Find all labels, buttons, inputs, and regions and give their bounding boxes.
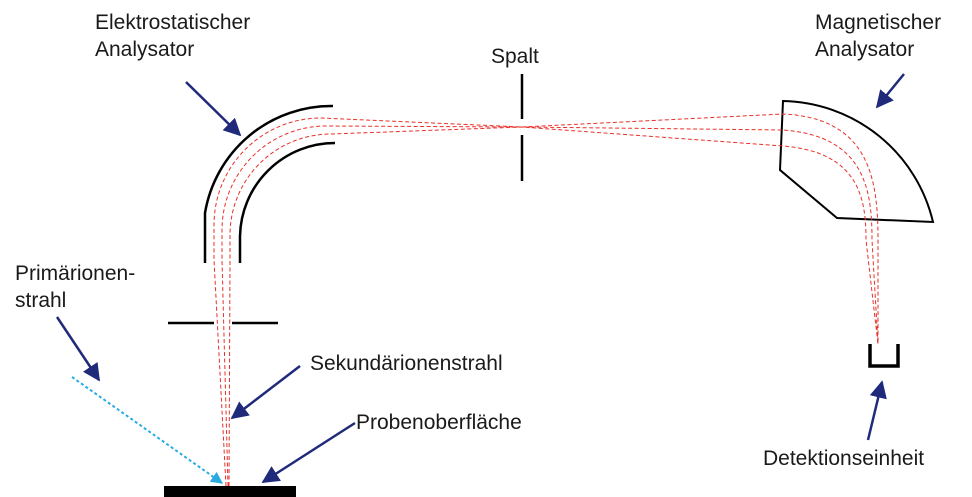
label-sample-surface: Probenoberfläche	[356, 411, 522, 434]
detector-pointer-arrow	[866, 380, 887, 441]
label-secondary-beam: Sekundärionenstrahl	[310, 352, 503, 375]
detector-cup	[868, 344, 900, 368]
primary-ion-beam	[71, 376, 223, 484]
sample-surface-pointer-arrow	[261, 421, 356, 484]
magnetic-analyzer-sector	[778, 99, 935, 224]
primary-beam-pointer-arrow	[55, 316, 101, 382]
electrostatic-analyzer-inner-plate	[238, 141, 336, 263]
label-primary-beam-line1: Primärionen-	[15, 262, 136, 285]
label-primary-beam-line2: strahl	[15, 289, 67, 312]
label-electrostatic-analyzer-line2: Analysator	[95, 38, 195, 61]
label-magnetic-analyzer-line1: Magnetischer	[815, 11, 942, 34]
sample-plate	[164, 486, 296, 497]
magnetic-analyzer-pointer-arrow	[875, 73, 905, 109]
label-slit: Spalt	[491, 45, 539, 68]
ion-path-middle	[221, 125, 879, 487]
ion-path-inner	[228, 126, 879, 487]
ion-path-outer	[213, 113, 879, 487]
secondary-ion-paths	[213, 113, 879, 487]
label-electrostatic-analyzer-line1: Elektrostatischer	[95, 11, 251, 34]
label-magnetic-analyzer-line2: Analysator	[815, 38, 915, 61]
electrostatic-analyzer-outer-plate	[203, 104, 334, 263]
secondary-beam-pointer-arrow	[230, 365, 301, 420]
label-detector: Detektionseinheit	[763, 447, 925, 470]
electrostatic-analyzer-pointer-arrow	[185, 81, 242, 137]
